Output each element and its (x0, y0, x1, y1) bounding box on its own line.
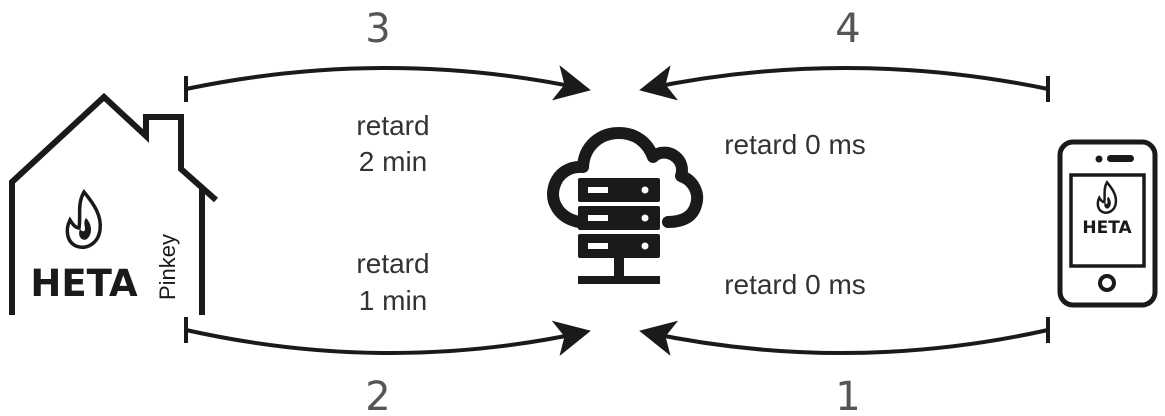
phone-body (1057, 139, 1158, 308)
delay-label-phone-top: retard 0 ms (724, 129, 866, 160)
flame-logo-icon (1096, 180, 1118, 214)
step-number-1: 1 (835, 374, 860, 416)
flame-logo-icon (65, 188, 103, 249)
phone-speaker (1107, 155, 1134, 162)
phone-camera (1095, 155, 1103, 163)
arrow-phone-to-server-top (639, 65, 1050, 102)
step-number-3: 3 (365, 6, 390, 52)
delay-label-house-bottom-line1: retard (356, 248, 429, 279)
step-number-2: 2 (365, 374, 390, 416)
phone-home-button (1098, 274, 1116, 292)
delay-label-phone-bottom: retard 0 ms (724, 269, 866, 300)
phone-brand-label: HETA (1082, 218, 1132, 238)
cloud-server-icon (547, 127, 704, 284)
network-stem (614, 258, 624, 276)
arrow-house-to-server-bottom (184, 317, 591, 356)
server-unit (578, 178, 660, 202)
delay-label-house-top-line1: retard (356, 110, 429, 141)
cloud-outline (547, 127, 704, 228)
phone-device: HETA (1057, 139, 1158, 308)
server-unit (578, 206, 660, 230)
house-outline (9, 92, 218, 315)
delay-label-house-bottom-line2: 1 min (359, 285, 427, 316)
house-device: HETA Pinkey (9, 92, 218, 315)
phone-screen (1069, 173, 1146, 268)
house-brand-label: HETA (30, 262, 138, 305)
network-base (578, 276, 660, 284)
server-unit (578, 234, 660, 258)
arrow-house-to-server-top (184, 65, 591, 102)
arrow-phone-to-server-bottom (639, 317, 1050, 356)
house-product-label: Pinkey (155, 234, 180, 300)
step-number-4: 4 (835, 6, 860, 52)
delay-label-house-top-line2: 2 min (359, 146, 427, 177)
